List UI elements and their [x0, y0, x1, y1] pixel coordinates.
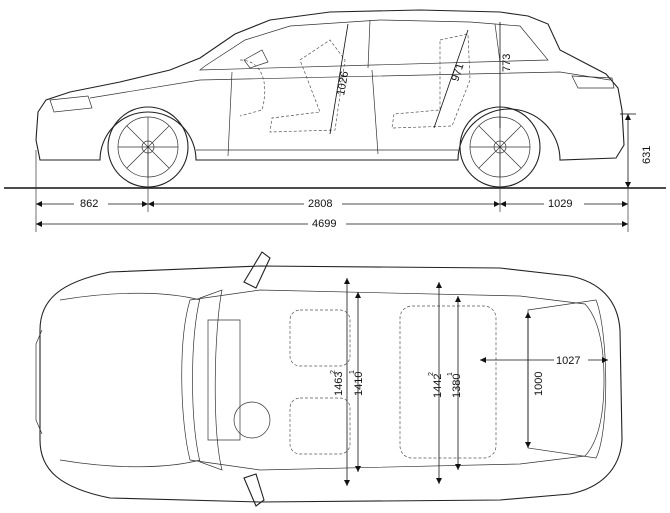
- front-elbow-label: 1410: [353, 372, 365, 396]
- front-shoulder-label: 1463: [333, 372, 345, 396]
- rear-overhang-label: 1029: [548, 198, 572, 210]
- top-dashboard: [207, 319, 241, 441]
- load-height-label: 773: [501, 54, 513, 72]
- top-hood-line-1: [59, 292, 201, 301]
- side-front-seat: [269, 39, 346, 133]
- side-front-door: [227, 71, 233, 157]
- side-driver-outline: [239, 59, 266, 117]
- rear-shoulder-note: 2: [428, 372, 435, 376]
- top-left-mirror: [243, 251, 271, 289]
- side-mirror: [243, 49, 269, 69]
- top-view: 1463 2 1410 1 1442 2 1380 1 1000 1027: [35, 251, 623, 507]
- wheelbase-label: 2808: [308, 198, 332, 210]
- front-headroom-line: [329, 23, 349, 135]
- cargo-length-label: 1027: [556, 355, 580, 367]
- cargo-width-label: 1000: [533, 372, 545, 396]
- side-belt-line: [89, 71, 611, 99]
- front-shoulder-note: 2: [330, 370, 337, 374]
- front-headroom-label: 1026: [335, 70, 351, 96]
- side-b-pillar: [367, 19, 371, 69]
- side-rear-seat: [391, 33, 471, 129]
- top-body-outline: [39, 265, 623, 503]
- rear-headroom-line: [433, 29, 469, 129]
- top-steering-wheel: [233, 401, 271, 439]
- side-view: 1026 971 773 631 862 2808 1029: [4, 9, 666, 232]
- top-right-mirror: [243, 473, 265, 507]
- top-front-left-seat: [289, 309, 351, 367]
- overall-length-label: 4699: [312, 218, 336, 230]
- side-window-line: [198, 19, 549, 71]
- top-rear-bench: [399, 305, 497, 459]
- top-hood-line-2: [59, 459, 201, 468]
- side-taillight: [571, 75, 615, 89]
- rear-elbow-label: 1380: [451, 374, 463, 398]
- rear-elbow-note: 1: [447, 372, 454, 376]
- top-windshield: [192, 289, 223, 471]
- top-grille: [35, 329, 43, 435]
- side-headlight: [49, 95, 93, 113]
- top-roof-outline: [181, 289, 605, 471]
- top-front-right-seat: [289, 397, 351, 455]
- front-overhang-label: 862: [80, 198, 98, 210]
- side-c-pillar: [494, 23, 501, 63]
- front-elbow-note: 1: [349, 370, 356, 374]
- top-cargo-outline: [527, 299, 607, 459]
- rear-shoulder-label: 1442: [432, 374, 444, 398]
- side-body-outline: [35, 9, 625, 161]
- side-rear-door: [371, 69, 379, 155]
- rear-headroom-label: 971: [449, 62, 466, 83]
- height-label: 631: [641, 146, 653, 164]
